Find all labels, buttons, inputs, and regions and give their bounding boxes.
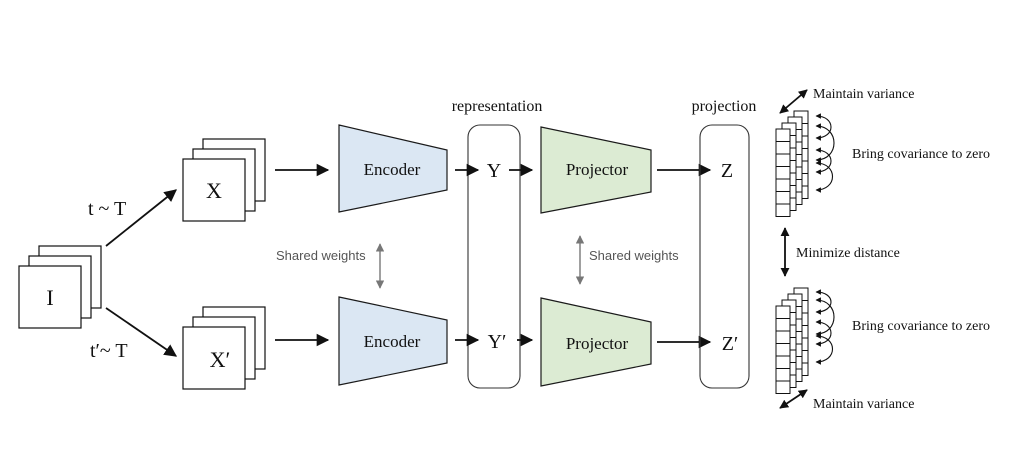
input-label: I bbox=[46, 285, 53, 310]
view-x-prime-label: X′ bbox=[210, 347, 231, 372]
covariance-curve bbox=[815, 160, 833, 193]
variance-arrow-top bbox=[779, 89, 808, 114]
covariance-curve bbox=[815, 147, 832, 175]
transform-bottom-label: t′~ T bbox=[90, 340, 128, 362]
view-x-prime-stack: X′ bbox=[182, 306, 266, 390]
minimize-distance-label: Minimize distance bbox=[796, 246, 900, 261]
representation-y-prime-label: Y′ bbox=[488, 331, 507, 353]
shared-weights-encoder-label: Shared weights bbox=[276, 248, 366, 263]
view-x-label: X bbox=[206, 178, 222, 203]
covariance-arrows-bottom bbox=[815, 289, 835, 365]
embedding-stack-bottom bbox=[775, 287, 809, 394]
embedding-cell bbox=[775, 368, 791, 382]
embedding-cell bbox=[775, 305, 791, 319]
covariance-label-top: Bring covariance to zero bbox=[852, 147, 990, 162]
embedding-cell bbox=[775, 318, 791, 332]
embedding-cell bbox=[775, 343, 791, 357]
covariance-curve bbox=[815, 333, 833, 365]
embedding-cell bbox=[775, 128, 791, 142]
projection-heading: projection bbox=[692, 98, 757, 115]
representation-y-label: Y bbox=[487, 160, 501, 182]
transform-top-label: t ~ T bbox=[88, 198, 126, 220]
view-x-stack: X bbox=[182, 138, 266, 222]
projector-bottom-label: Projector bbox=[566, 334, 629, 353]
encoder-bottom-label: Encoder bbox=[364, 332, 421, 351]
embedding-cell bbox=[775, 203, 791, 217]
covariance-curve bbox=[815, 289, 832, 315]
projection-z-prime-label: Z′ bbox=[722, 333, 739, 355]
arrow-augment-bottom bbox=[105, 307, 178, 357]
representation-heading: representation bbox=[452, 98, 543, 115]
covariance-curve bbox=[815, 297, 835, 337]
projector-top: Projector bbox=[540, 126, 652, 214]
representation-capsule bbox=[467, 124, 521, 389]
embedding-cell bbox=[775, 141, 791, 155]
variance-arrow-bottom bbox=[779, 389, 808, 409]
encoder-top-label: Encoder bbox=[364, 160, 421, 179]
embedding-cell bbox=[775, 380, 791, 394]
embedding-cell bbox=[775, 191, 791, 205]
variance-label-bottom: Maintain variance bbox=[813, 397, 914, 412]
projector-bottom: Projector bbox=[540, 297, 652, 387]
embedding-cell bbox=[775, 153, 791, 167]
projector-top-label: Projector bbox=[566, 160, 629, 179]
embedding-cell bbox=[775, 178, 791, 192]
embedding-cell bbox=[775, 166, 791, 180]
covariance-curve bbox=[815, 123, 835, 163]
embedding-stack-top bbox=[775, 110, 809, 217]
projection-z-label: Z bbox=[721, 160, 733, 182]
covariance-label-bottom: Bring covariance to zero bbox=[852, 319, 990, 334]
embedding-cell bbox=[775, 355, 791, 369]
variance-label-top: Maintain variance bbox=[813, 87, 914, 102]
shared-weights-projector-label: Shared weights bbox=[589, 248, 679, 263]
encoder-bottom: Encoder bbox=[338, 296, 448, 386]
input-image-stack: I bbox=[18, 245, 102, 329]
encoder-top: Encoder bbox=[338, 124, 448, 213]
arrow-augment-top bbox=[105, 189, 177, 247]
embedding-cell bbox=[775, 330, 791, 344]
covariance-arrows-top bbox=[815, 113, 835, 193]
projection-capsule bbox=[699, 124, 750, 389]
